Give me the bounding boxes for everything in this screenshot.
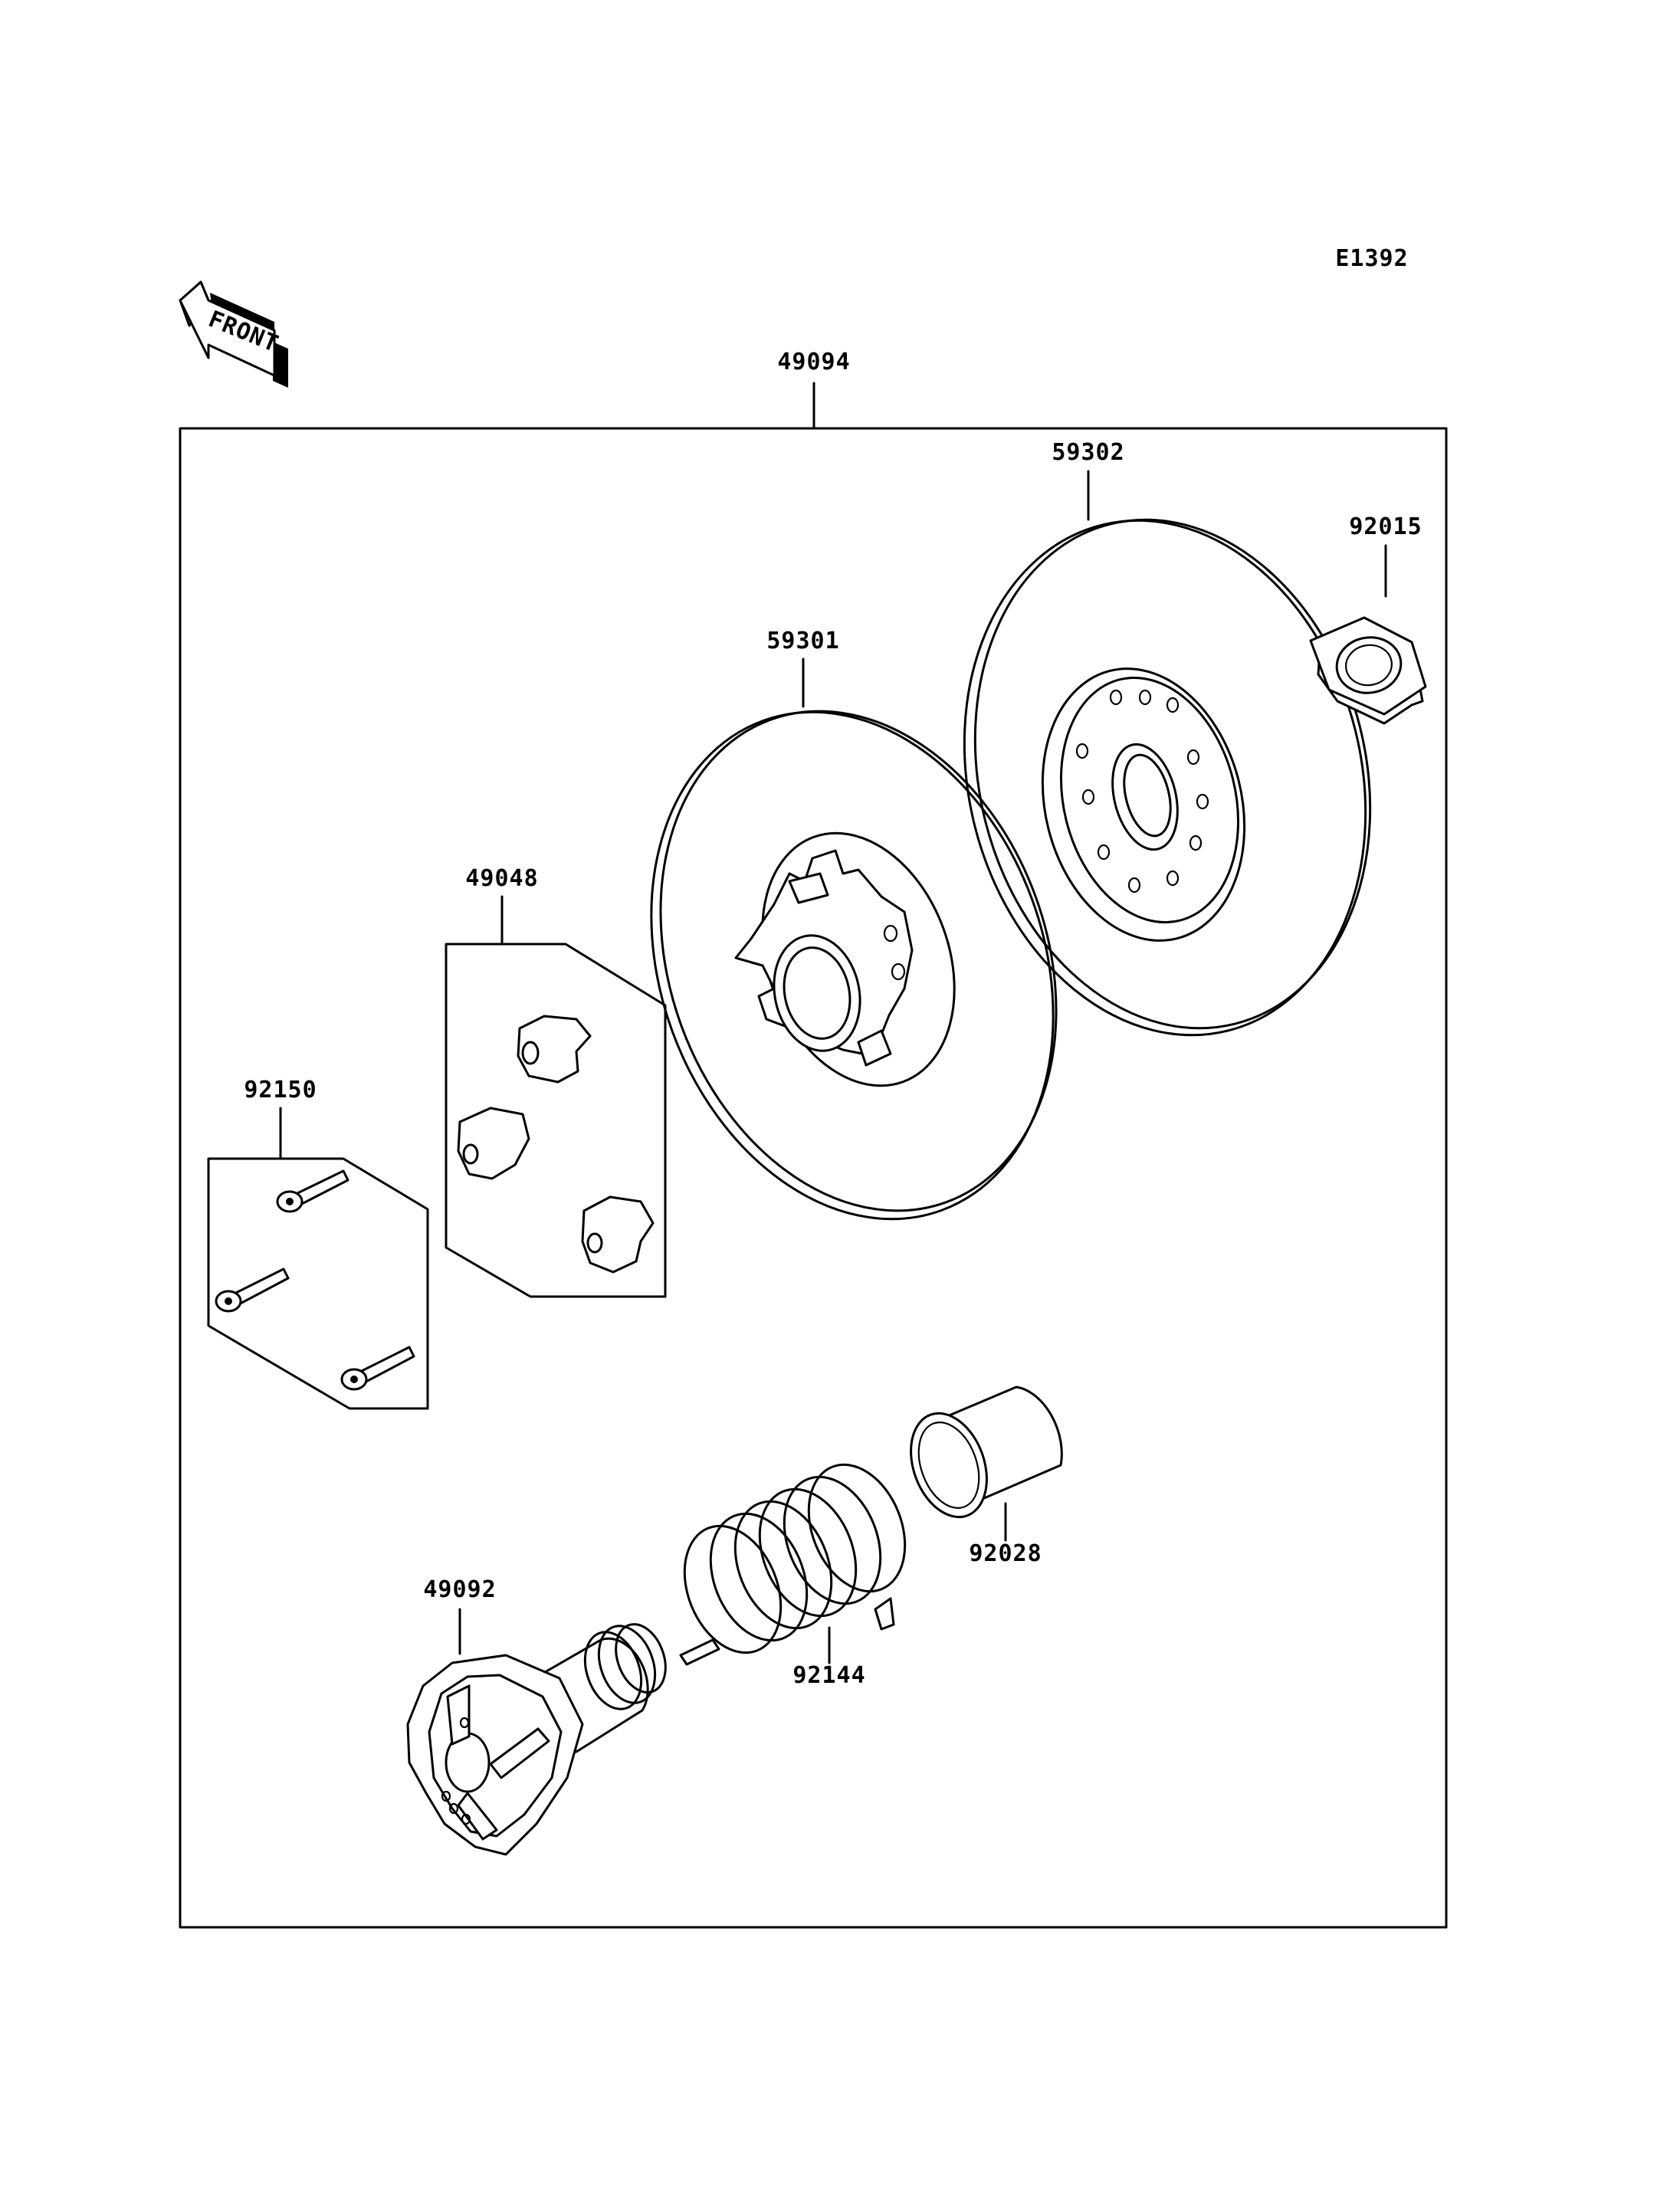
- bolts-box: [207, 1157, 429, 1410]
- bolt: [340, 1346, 415, 1391]
- part-number-spring: 92144: [792, 1662, 865, 1689]
- part-number-weight-set: 49048: [465, 865, 538, 892]
- part-number-cam: 49092: [423, 1576, 496, 1603]
- bolt: [276, 1169, 349, 1213]
- weight-roller: [581, 1195, 655, 1274]
- hex-nut: [1309, 616, 1427, 725]
- part-number-collar: 92028: [969, 1540, 1042, 1567]
- bolt: [215, 1267, 290, 1313]
- collar: [910, 1385, 1063, 1519]
- part-number-movable-sheave: 59301: [766, 628, 839, 654]
- movable-sheave: [650, 710, 1058, 1221]
- weight-roller: [517, 1015, 592, 1084]
- weight-set-box: [445, 943, 667, 1298]
- cam: [406, 1623, 667, 1856]
- fixed-sheave: [963, 518, 1372, 1037]
- front-arrow-icon: FRONT: [179, 280, 288, 388]
- drawing-code: E1392: [1335, 245, 1408, 272]
- part-number-fixed-sheave: 59302: [1052, 439, 1124, 466]
- part-number-assembly: 49094: [777, 349, 850, 375]
- part-number-bolts: 92150: [244, 1077, 317, 1103]
- weight-roller: [457, 1107, 530, 1180]
- part-number-nut: 92015: [1349, 513, 1422, 540]
- spring: [679, 1463, 907, 1666]
